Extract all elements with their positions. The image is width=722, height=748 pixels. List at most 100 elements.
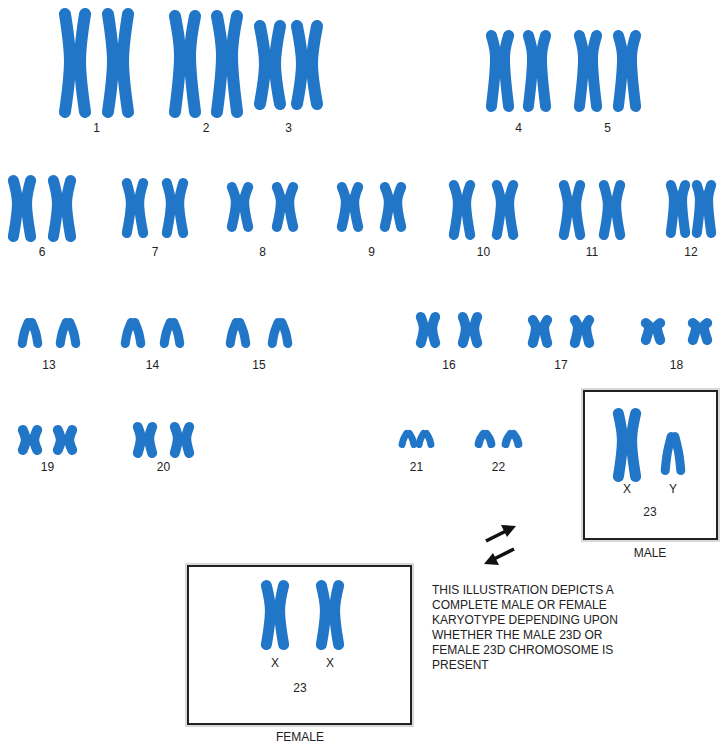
chromatid xyxy=(149,427,152,453)
chromatid xyxy=(138,427,141,453)
chromatid xyxy=(53,181,57,237)
chromosome xyxy=(23,430,37,450)
chromatid xyxy=(646,323,649,340)
chromatid xyxy=(618,36,622,107)
chromatid xyxy=(277,187,281,227)
arrow-shaft xyxy=(494,549,514,559)
chromosome xyxy=(497,185,513,235)
chromatid xyxy=(586,320,589,343)
chromosome xyxy=(125,323,141,344)
chromosome xyxy=(419,434,431,445)
chromatid xyxy=(432,317,435,343)
chromosome xyxy=(65,14,85,112)
chromatid xyxy=(693,323,696,340)
chromatid xyxy=(402,434,406,445)
chromosome-number: 14 xyxy=(146,358,159,372)
chromatid xyxy=(244,187,248,227)
chromosome xyxy=(385,187,401,227)
chromosome xyxy=(13,181,30,237)
chromosome xyxy=(671,185,685,233)
chromatid xyxy=(282,323,288,344)
chromatid xyxy=(497,185,501,235)
chromosome-name: Y xyxy=(669,482,677,496)
chromosome xyxy=(618,414,635,477)
chromatid xyxy=(479,434,484,444)
chromosome xyxy=(108,14,128,112)
chromatid xyxy=(542,36,546,107)
box-heading: FEMALE xyxy=(276,730,324,744)
chromatid xyxy=(108,14,113,112)
chromatid xyxy=(139,183,143,233)
chromosome-number: 5 xyxy=(604,121,611,135)
chromatid xyxy=(179,183,183,233)
chromatid xyxy=(260,26,265,104)
chromatid xyxy=(27,181,31,237)
chromatid xyxy=(167,183,171,233)
chromosome xyxy=(665,437,681,471)
chromosome xyxy=(217,16,237,112)
chromatid xyxy=(426,434,430,445)
chromosome-number: 2 xyxy=(203,121,210,135)
chromosome xyxy=(575,320,589,343)
chromatid xyxy=(135,323,141,344)
chromosome-number: 15 xyxy=(252,358,265,372)
chromatid xyxy=(34,430,37,450)
pair-number: 23 xyxy=(643,505,656,519)
chromatid xyxy=(632,414,636,477)
arrow-head xyxy=(484,553,499,565)
chromatid xyxy=(593,36,597,107)
chromosome xyxy=(277,187,293,227)
box-heading: MALE xyxy=(634,546,667,560)
chromatid xyxy=(487,434,492,444)
chromosome xyxy=(53,181,70,237)
chromatid xyxy=(240,323,246,344)
chromatid xyxy=(544,320,547,343)
chromatid xyxy=(397,187,401,227)
chromosome xyxy=(618,36,635,107)
chromosome xyxy=(646,323,660,340)
chromosome xyxy=(164,323,180,344)
chromosome xyxy=(479,434,492,444)
chromosome-number: 4 xyxy=(515,121,522,135)
chromatid xyxy=(409,434,413,445)
chromosome xyxy=(421,317,435,343)
chromatid xyxy=(575,320,578,343)
pair-number: 23 xyxy=(293,681,306,695)
chromosome-number: 16 xyxy=(442,358,455,372)
note-text: THIS ILLUSTRATION DEPICTS A COMPLETE MAL… xyxy=(432,583,647,673)
chromatid xyxy=(217,16,222,112)
box-frame xyxy=(187,565,412,725)
chromatid xyxy=(421,317,424,343)
chromatid xyxy=(127,183,131,233)
chromosome-number: 1 xyxy=(93,121,100,135)
chromatid xyxy=(175,16,180,112)
chromatid xyxy=(13,181,17,237)
chromatid xyxy=(125,323,131,344)
chromatid xyxy=(463,317,466,343)
chromatid xyxy=(22,323,28,344)
chromatid xyxy=(657,323,660,340)
chromosome xyxy=(175,427,189,453)
chromatid xyxy=(665,437,671,471)
chromosome xyxy=(697,185,711,233)
chromatid xyxy=(704,323,707,340)
chromatid xyxy=(164,323,170,344)
chromosome xyxy=(604,185,620,235)
chromatid xyxy=(466,185,470,235)
chromatid xyxy=(579,36,583,107)
chromosome-number: 21 xyxy=(410,460,423,474)
chromosome xyxy=(321,586,338,645)
chromatid xyxy=(69,430,72,450)
chromosome xyxy=(463,317,477,343)
chromosome-name: X xyxy=(271,656,279,670)
chromosome-name: X xyxy=(623,482,631,496)
chromosome xyxy=(60,323,76,344)
chromatid xyxy=(58,430,61,450)
chromosome xyxy=(272,323,288,344)
chromatid xyxy=(632,36,636,107)
chromatid xyxy=(175,427,178,453)
chromosome-number: 9 xyxy=(368,245,375,259)
chromatid xyxy=(618,414,622,477)
chromosome-number: 22 xyxy=(492,460,505,474)
